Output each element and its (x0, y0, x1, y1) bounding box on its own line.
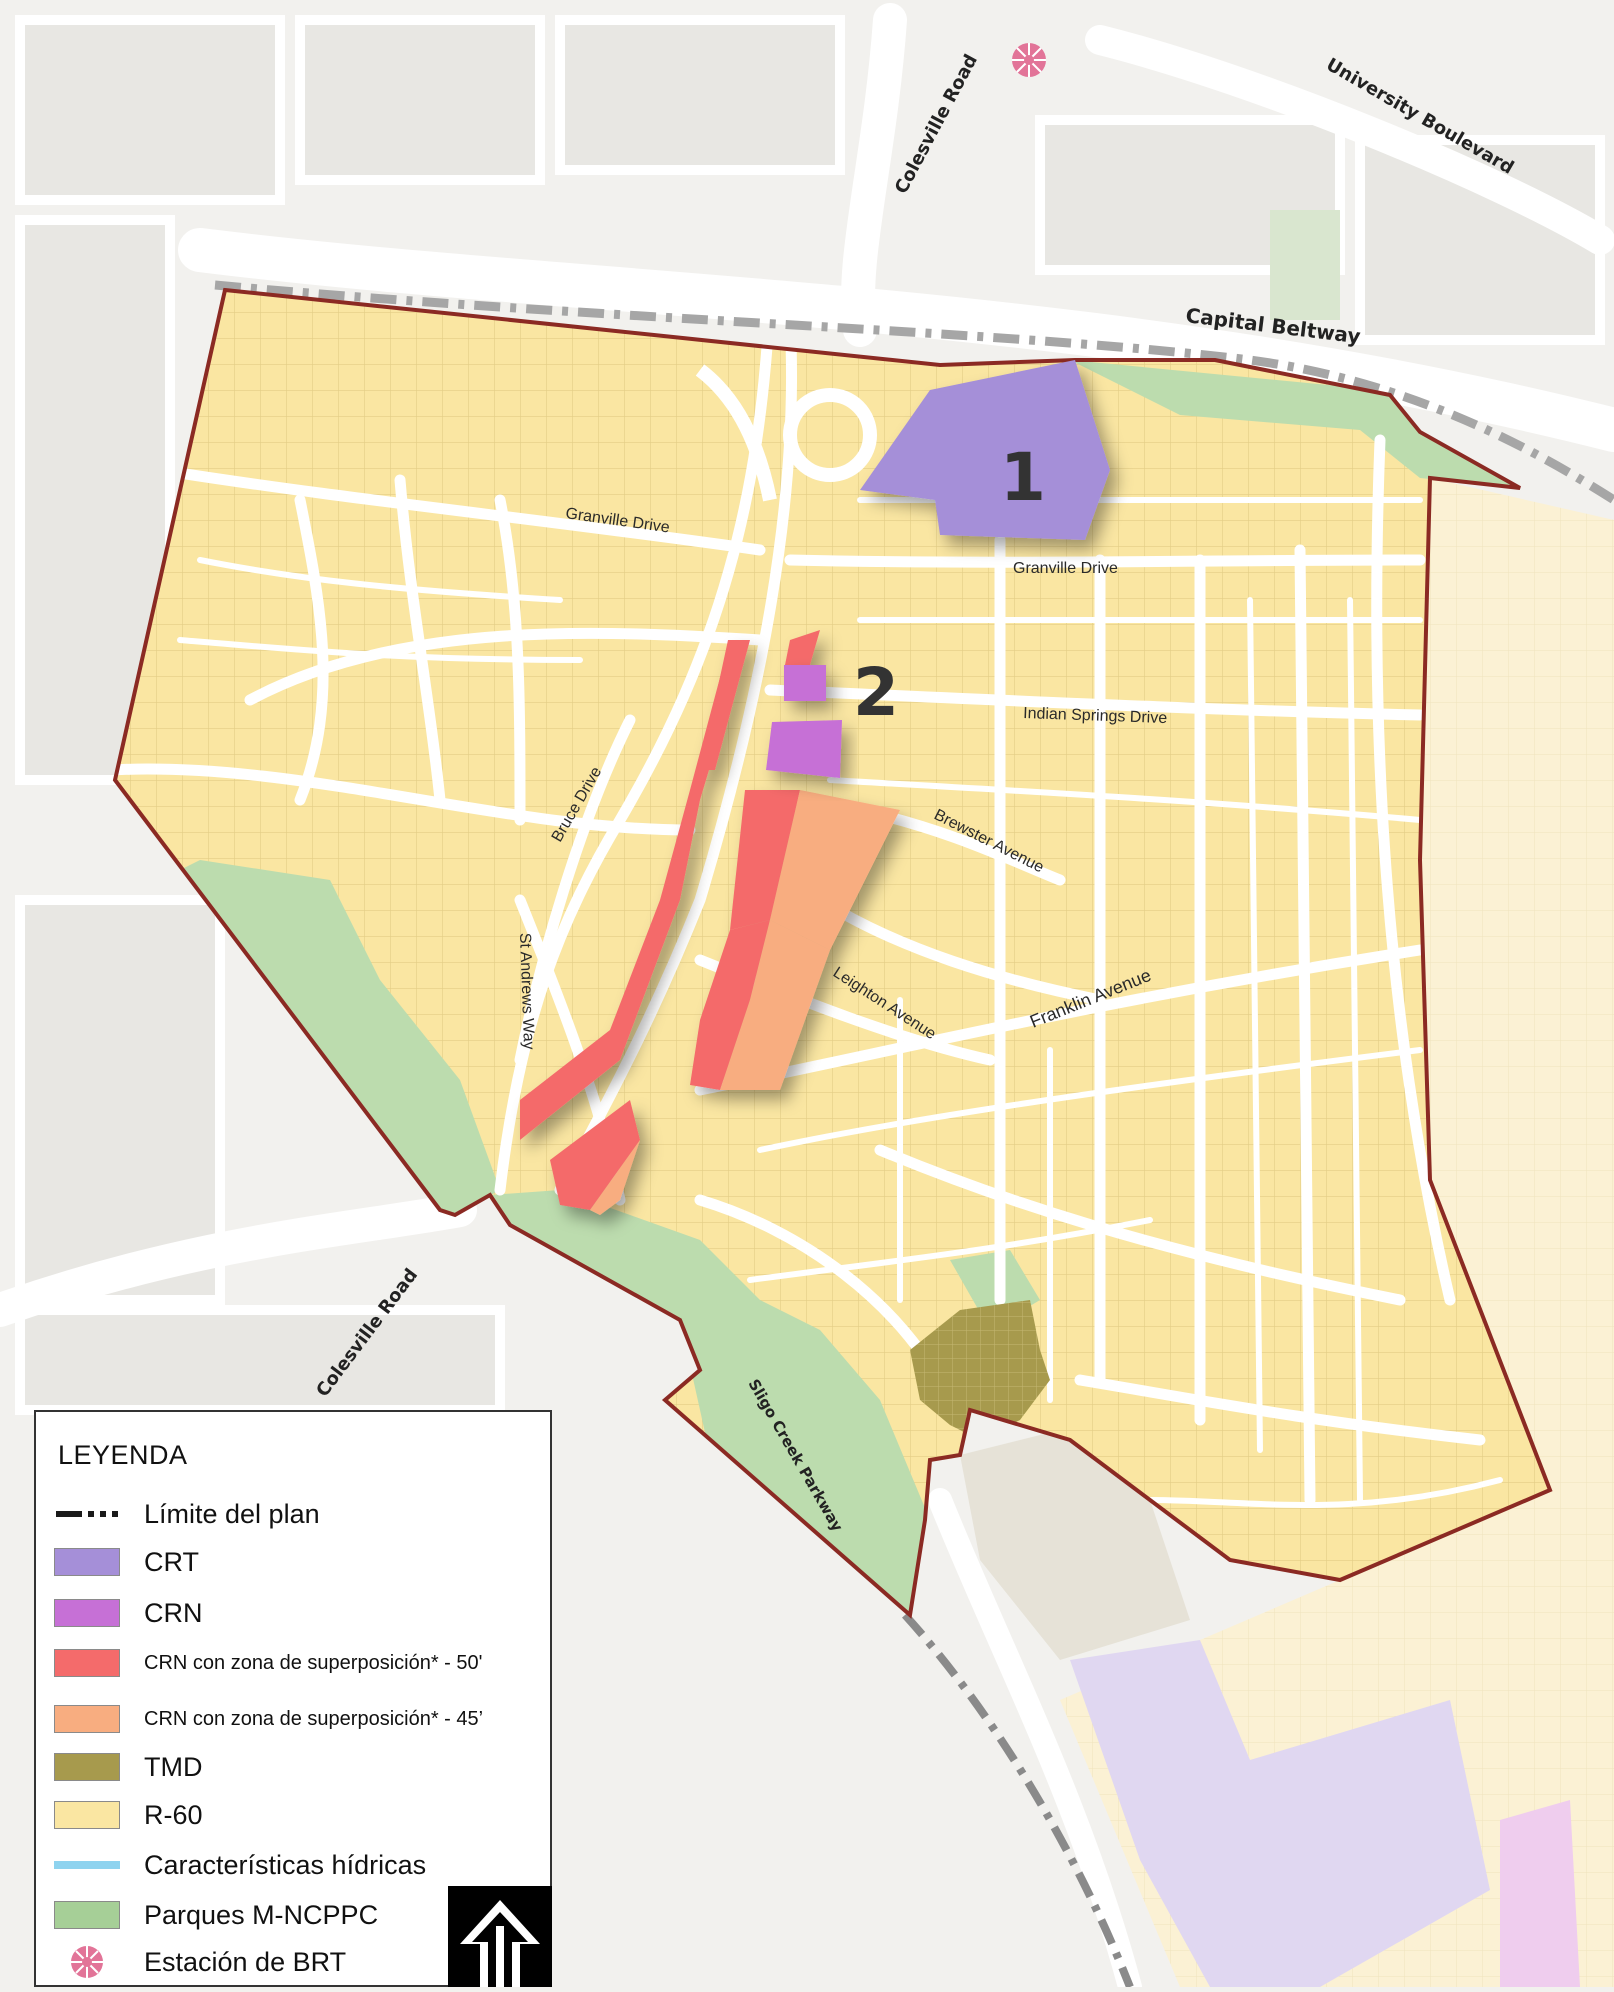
legend-label: R-60 (144, 1799, 203, 1830)
legend-item-crn: CRN (54, 1596, 203, 1630)
road-label-st-andrews: St Andrews Way (516, 933, 537, 1050)
legend-label: Parques M-NCPPC (144, 1899, 379, 1930)
swatch (54, 1548, 120, 1576)
adjacent-crt (1070, 1640, 1490, 1987)
area-label-2: 2 (853, 654, 899, 731)
legend-label: CRN con zona de superposición* - 45’ (144, 1707, 484, 1730)
water-line-icon (54, 1851, 120, 1879)
swatch (54, 1753, 120, 1781)
outside-roads (0, 3, 1614, 1987)
swatch (54, 1901, 120, 1929)
area-label-1: 1 (1000, 439, 1046, 516)
crn50-lower (550, 1100, 640, 1210)
crn50-block-2 (730, 790, 800, 930)
park-sligo-creek (490, 1190, 930, 1615)
swatch (54, 1649, 120, 1677)
north-arrow-icon (448, 1886, 552, 1987)
crt-zone (860, 360, 1110, 540)
plan-boundary (112, 287, 1553, 1619)
legend-item-crn-45: CRN con zona de superposición* - 45’ (54, 1702, 483, 1736)
brt-star-icon (54, 1946, 120, 1978)
tmd-zone (910, 1300, 1050, 1440)
road-label-indian-springs: Indian Springs Drive (1023, 705, 1168, 727)
legend-item-r60: R-60 (54, 1798, 203, 1832)
swatch (54, 1801, 120, 1829)
crn45-lower (590, 1140, 640, 1215)
swatch (54, 1705, 120, 1733)
capital-beltway-line (214, 280, 1614, 504)
legend-label: Límite del plan (144, 1498, 320, 1529)
park-northeast (1070, 360, 1520, 488)
crn50-block (690, 920, 770, 1090)
legend-item-plan-boundary: Límite del plan (54, 1497, 320, 1531)
legend-label: Características hídricas (144, 1849, 427, 1880)
legend-label: CRN (144, 1597, 203, 1628)
legend-label: CRN con zona de superposición* - 50' (144, 1651, 483, 1674)
crn50-north-small (785, 630, 820, 665)
legend-title: LEYENDA (58, 1440, 188, 1470)
dash-line-icon (54, 1500, 120, 1528)
crn-block-upper (784, 665, 826, 701)
adjacent-crn (1500, 1800, 1580, 1987)
adjacent-residential (1060, 478, 1614, 1987)
road-label-granville-east: Granville Drive (1013, 560, 1118, 577)
crn45-block (770, 790, 900, 950)
legend-item-crt: CRT (54, 1545, 199, 1579)
legend-item-crn-50: CRN con zona de superposición* - 50' (54, 1646, 482, 1680)
crn50-strip-west-upper (700, 640, 750, 770)
legend-item-water: Características hídricas (54, 1848, 426, 1882)
swatch (54, 1599, 120, 1627)
park-north (1270, 210, 1340, 320)
crn-block-lower (766, 720, 842, 778)
legend-label: CRT (144, 1546, 200, 1577)
plan-boundary-south-dashed (902, 1612, 1134, 1987)
legend-item-brt: Estación de BRT (54, 1945, 346, 1979)
legend-item-parks: Parques M-NCPPC (54, 1898, 378, 1932)
legend-label: Estación de BRT (144, 1946, 347, 1977)
park-west (180, 860, 500, 1215)
crn45-block-2 (720, 920, 830, 1090)
legend-label: TMD (144, 1751, 203, 1782)
brt-star-icon (1012, 43, 1046, 77)
legend-item-tmd: TMD (54, 1750, 202, 1784)
